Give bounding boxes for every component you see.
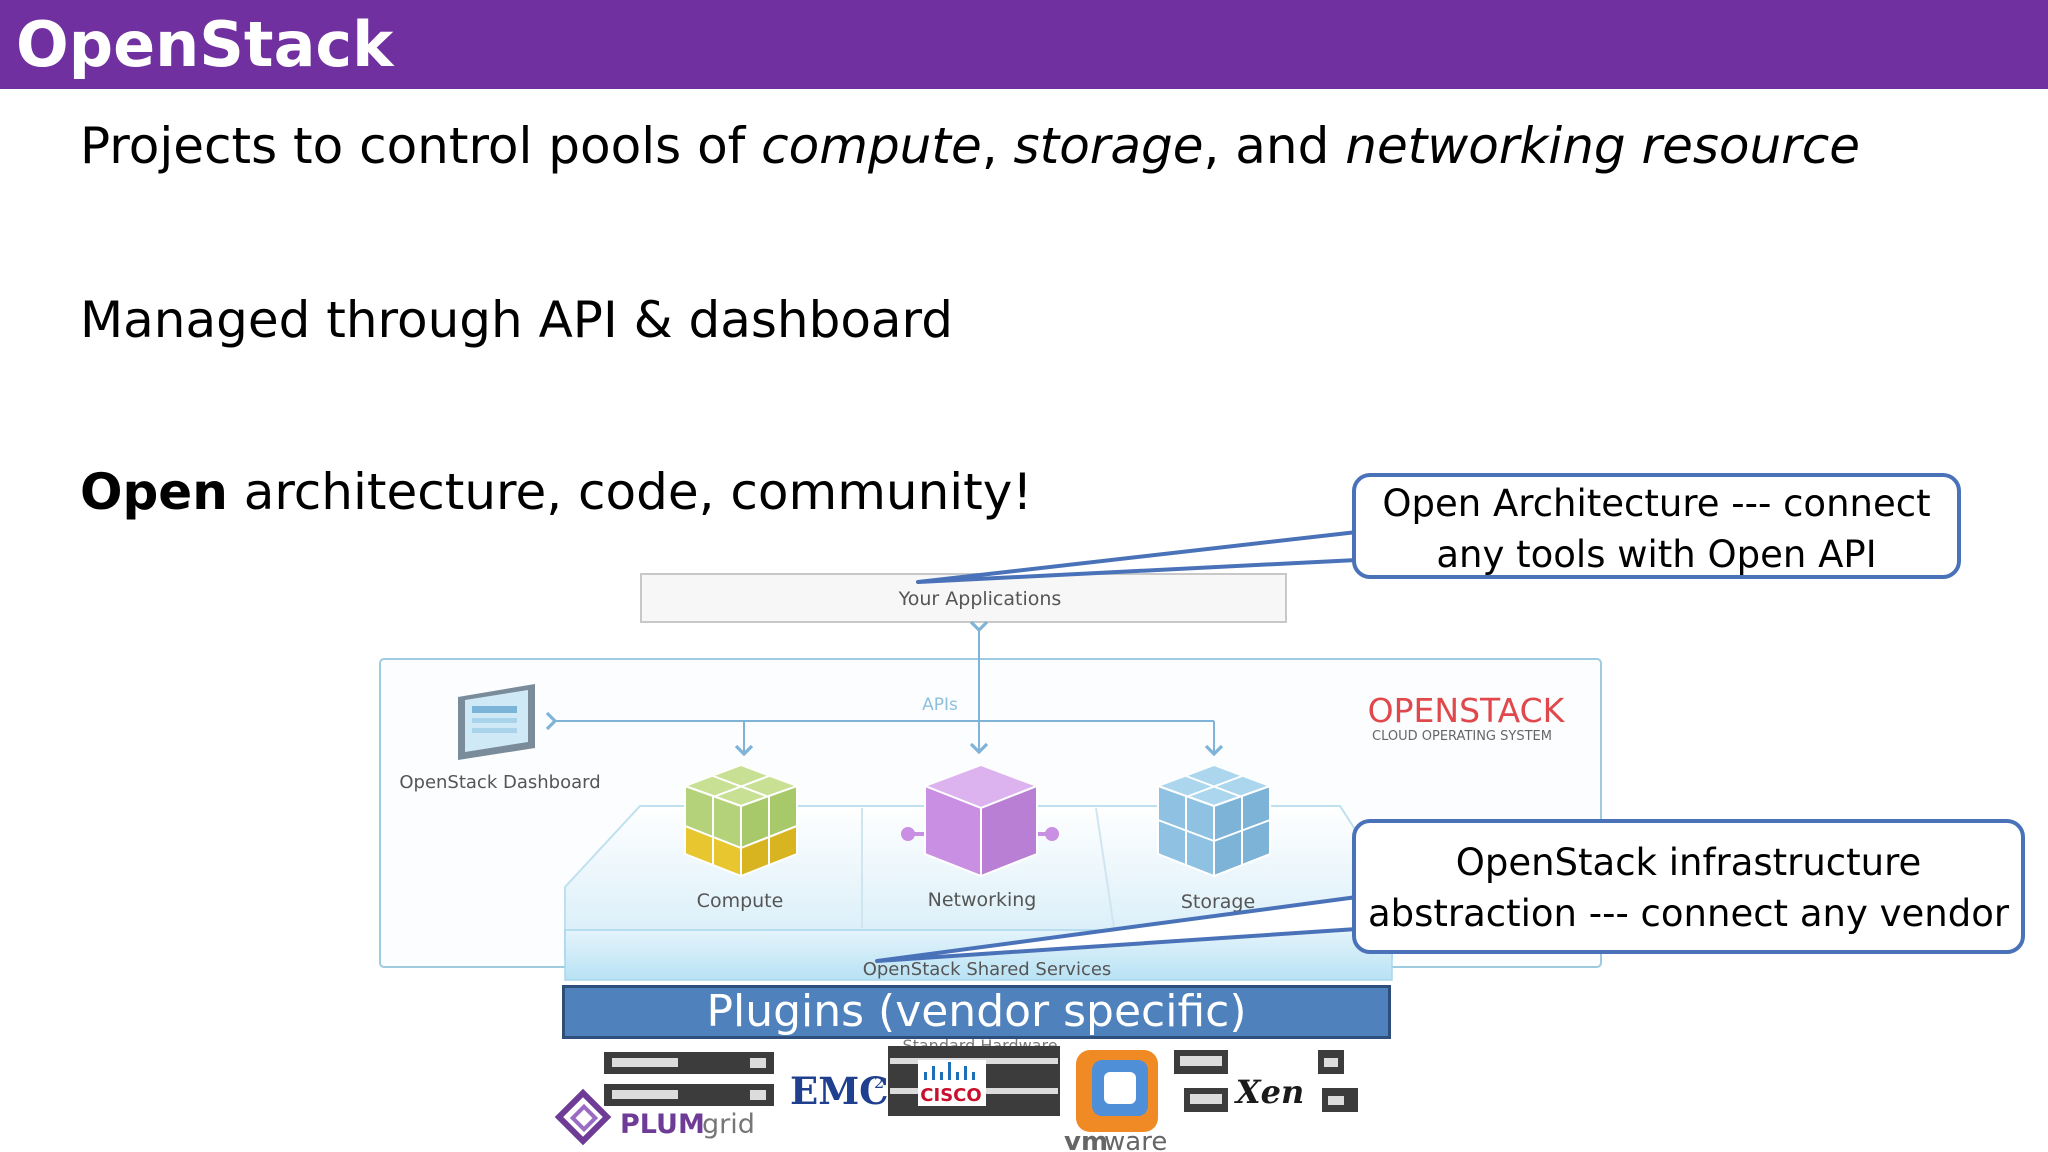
bullet-1-compute: compute bbox=[761, 117, 982, 175]
bullet-3-bold: Open bbox=[80, 463, 228, 521]
bullet-1-text-a: Projects to control pools of bbox=[80, 117, 762, 175]
bullet-1-storage: storage bbox=[1013, 117, 1204, 175]
vmware-ware: ware bbox=[1104, 1127, 1167, 1152]
networking-label: Networking bbox=[928, 889, 1037, 911]
bullet-1: Projects to control pools of compute, st… bbox=[80, 114, 1860, 178]
brand-subtitle: CLOUD OPERATING SYSTEM bbox=[1372, 729, 1552, 744]
shared-services-label: OpenStack Shared Services bbox=[863, 959, 1112, 980]
dashboard-icon bbox=[458, 684, 535, 760]
server-rack-mid bbox=[888, 1046, 1060, 1116]
server-rack-right bbox=[1174, 1050, 1358, 1112]
plumgrid-grid: grid bbox=[702, 1109, 755, 1140]
your-applications-label: Your Applications bbox=[898, 588, 1062, 610]
vmware-vm: vm bbox=[1064, 1127, 1108, 1152]
emc-superscript: 2 bbox=[874, 1073, 884, 1092]
xen-text: Xen bbox=[1234, 1073, 1304, 1111]
callout-2-line-1: OpenStack infrastructure bbox=[1455, 841, 1922, 884]
storage-cube bbox=[1155, 763, 1273, 878]
emc-text: EMC bbox=[790, 1069, 889, 1113]
vmware-logo: vm ware bbox=[1064, 1050, 1167, 1152]
bullet-3-rest: architecture, code, community! bbox=[227, 463, 1033, 521]
callout-infrastructure-abstraction: OpenStack infrastructure abstraction ---… bbox=[1352, 819, 2025, 954]
xen-logo: Xen bbox=[1234, 1073, 1304, 1111]
compute-label: Compute bbox=[697, 890, 784, 912]
your-applications-box bbox=[640, 573, 1287, 623]
storage-label: Storage bbox=[1181, 891, 1255, 913]
bullet-2: Managed through API & dashboard bbox=[80, 291, 953, 349]
plumgrid-logo: PLUM grid bbox=[554, 1088, 755, 1146]
title-bar: OpenStack bbox=[0, 0, 2048, 89]
emc-logo: EMC 2 bbox=[790, 1069, 889, 1113]
bullet-1-networking: networking resource bbox=[1345, 117, 1860, 175]
bullet-3: Open architecture, code, community! bbox=[80, 460, 1032, 524]
dashboard-label: OpenStack Dashboard bbox=[399, 772, 600, 793]
callout-open-architecture: Open Architecture --- connect any tools … bbox=[1352, 473, 1961, 579]
bullet-1-text-b: , bbox=[981, 117, 1014, 175]
slide-title: OpenStack bbox=[16, 8, 394, 81]
platform-divider-2 bbox=[1095, 807, 1115, 929]
callout-2-line-2: abstraction --- connect any vendor bbox=[1367, 892, 2010, 935]
cisco-logo: CISCO bbox=[920, 1062, 982, 1106]
bullet-1-text-c: , and bbox=[1203, 117, 1346, 175]
server-rack-left bbox=[604, 1052, 774, 1106]
callout-1-line-1: Open Architecture --- connect bbox=[1382, 482, 1931, 525]
plumgrid-plum: PLUM bbox=[620, 1109, 705, 1140]
brand-title: OPENSTACK bbox=[1368, 691, 1566, 730]
apis-label: APIs bbox=[922, 695, 958, 715]
compute-cube bbox=[682, 763, 800, 878]
cisco-text: CISCO bbox=[920, 1085, 981, 1106]
callout-1-line-2: any tools with Open API bbox=[1436, 533, 1877, 576]
plugins-bar: Plugins (vendor specific) bbox=[562, 985, 1391, 1039]
networking-cube bbox=[901, 763, 1059, 878]
